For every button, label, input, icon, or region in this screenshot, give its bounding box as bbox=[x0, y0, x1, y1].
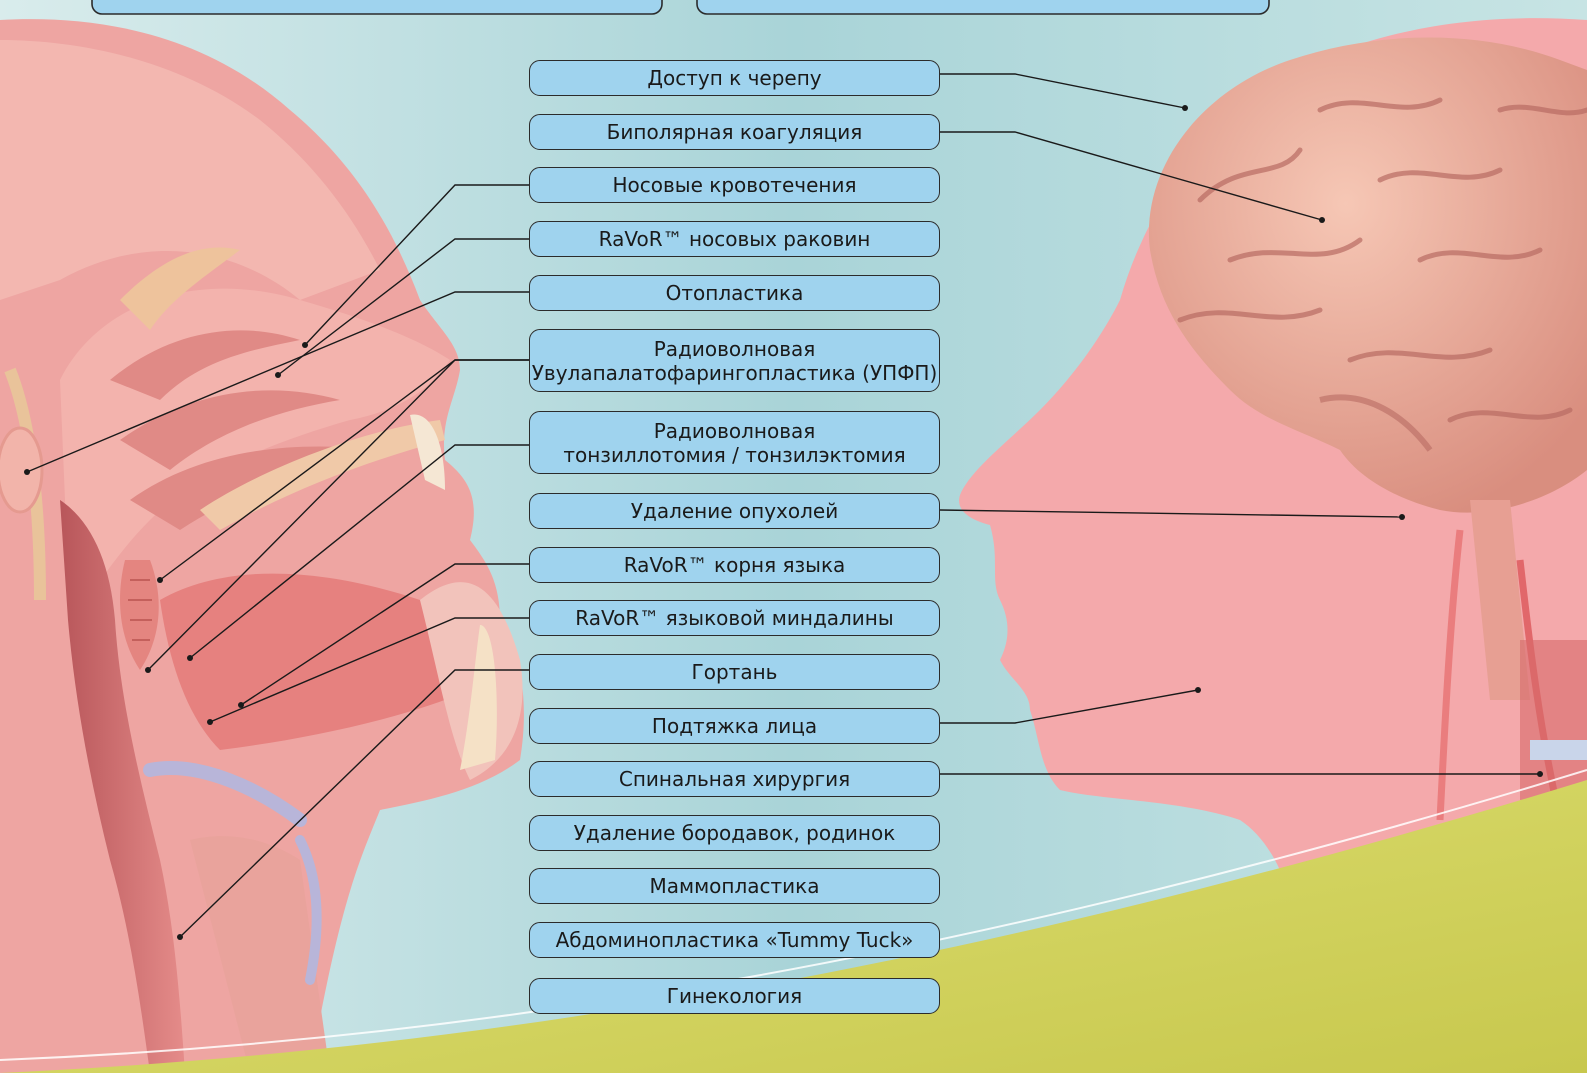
procedure-label-text: Отопластика bbox=[666, 281, 804, 305]
procedure-label-text: Доступ к черепу bbox=[647, 66, 821, 90]
leader-endpoint-dot bbox=[1319, 217, 1325, 223]
procedure-label-text: Радиоволновая bbox=[654, 337, 816, 361]
procedure-label-text: RaVoR™ языковой миндалины bbox=[575, 606, 893, 630]
procedure-label-text: Радиоволновая bbox=[654, 419, 816, 443]
procedure-label[interactable]: RaVoR™ корня языка bbox=[529, 547, 940, 583]
procedure-label[interactable]: Биполярная коагуляция bbox=[529, 114, 940, 150]
leader-endpoint-dot bbox=[1182, 105, 1188, 111]
procedure-label[interactable]: Удаление опухолей bbox=[529, 493, 940, 529]
leader-endpoint-dot bbox=[157, 577, 163, 583]
leader-endpoint-dot bbox=[302, 342, 308, 348]
procedure-label[interactable]: Абдоминопластика «Tummy Tuck» bbox=[529, 922, 940, 958]
leader-endpoint-dot bbox=[207, 719, 213, 725]
procedure-label[interactable]: Отопластика bbox=[529, 275, 940, 311]
procedure-label-text: Гинекология bbox=[667, 984, 802, 1008]
procedure-label[interactable]: Доступ к черепу bbox=[529, 60, 940, 96]
procedure-label-text: Гортань bbox=[692, 660, 778, 684]
leader-endpoint-dot bbox=[275, 372, 281, 378]
procedure-label-text: Биполярная коагуляция bbox=[607, 120, 863, 144]
procedure-label-text: Увулапалатофарингопластика (УПФП) bbox=[532, 361, 938, 385]
procedure-label-text: RaVoR™ корня языка bbox=[624, 553, 846, 577]
leader-endpoint-dot bbox=[1399, 514, 1405, 520]
procedure-label[interactable]: RaVoR™ носовых раковин bbox=[529, 221, 940, 257]
leader-endpoint-dot bbox=[1195, 687, 1201, 693]
procedure-label[interactable]: Гортань bbox=[529, 654, 940, 690]
leader-endpoint-dot bbox=[177, 934, 183, 940]
procedure-label[interactable]: Подтяжка лица bbox=[529, 708, 940, 744]
leader-endpoint-dot bbox=[24, 469, 30, 475]
procedure-label-text: Подтяжка лица bbox=[652, 714, 817, 738]
procedure-label-text: Маммопластика bbox=[649, 874, 819, 898]
procedure-label-text: тонзиллотомия / тонзилэктомия bbox=[563, 443, 905, 467]
leader-endpoint-dot bbox=[1537, 771, 1543, 777]
procedure-label-text: Носовые кровотечения bbox=[613, 173, 857, 197]
procedure-label[interactable]: Гинекология bbox=[529, 978, 940, 1014]
leader-endpoint-dot bbox=[238, 702, 244, 708]
procedure-label-text: Абдоминопластика «Tummy Tuck» bbox=[556, 928, 914, 952]
leader-endpoint-dot bbox=[187, 655, 193, 661]
leader-endpoint-dot bbox=[145, 667, 151, 673]
procedure-label[interactable]: Удаление бородавок, родинок bbox=[529, 815, 940, 851]
procedure-label[interactable]: RaVoR™ языковой миндалины bbox=[529, 600, 940, 636]
procedure-label-text: Спинальная хирургия bbox=[619, 767, 850, 791]
procedure-label-text: RaVoR™ носовых раковин bbox=[599, 227, 871, 251]
procedure-label[interactable]: Спинальная хирургия bbox=[529, 761, 940, 797]
procedure-label[interactable]: Носовые кровотечения bbox=[529, 167, 940, 203]
procedure-label-text: Удаление опухолей bbox=[631, 499, 838, 523]
procedure-label-text: Удаление бородавок, родинок bbox=[574, 821, 896, 845]
procedure-label[interactable]: Маммопластика bbox=[529, 868, 940, 904]
